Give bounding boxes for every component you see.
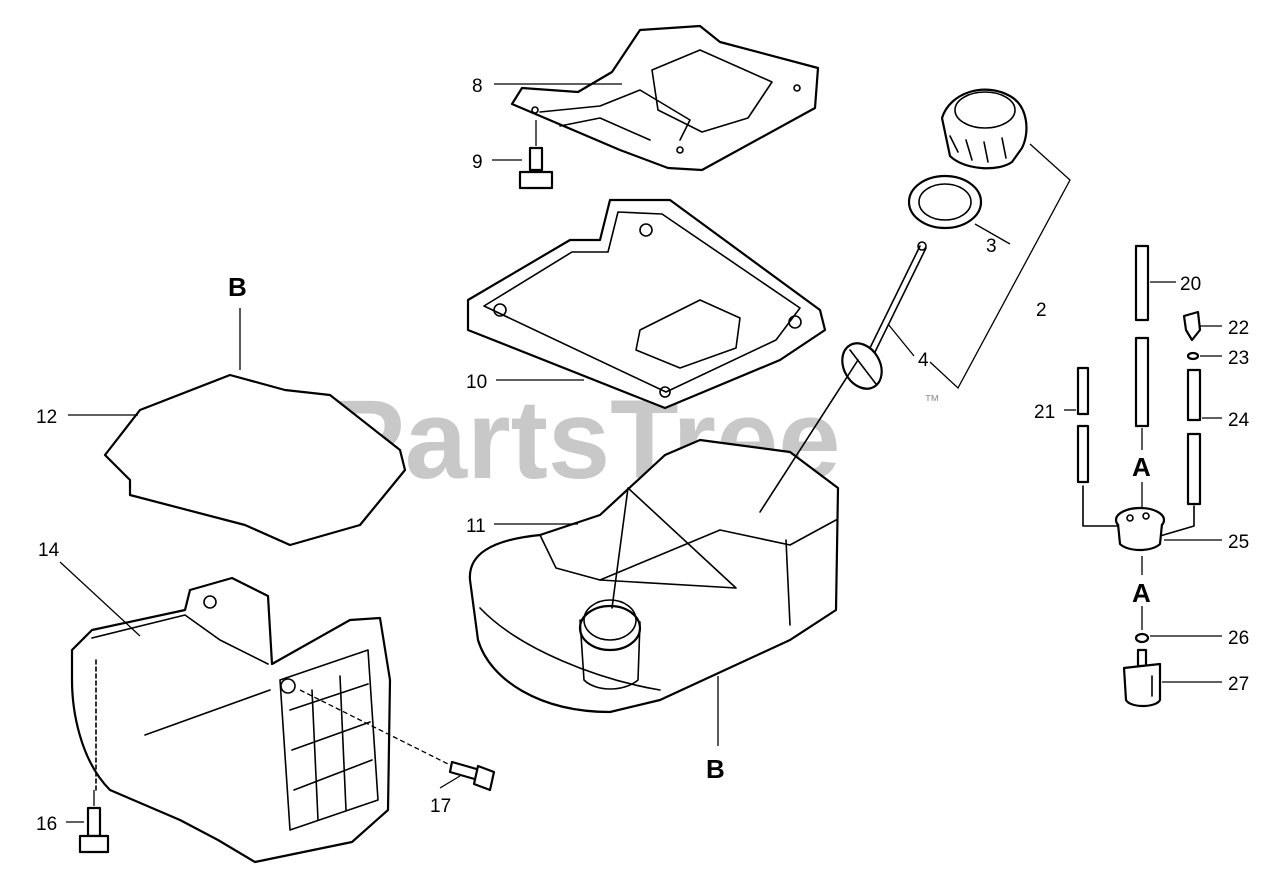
callout-10: 10 [466,372,487,393]
part-24-fuel-line [1186,368,1202,506]
part-22-fitting [1182,310,1202,342]
callout-23: 23 [1228,348,1249,369]
part-11-fuel-tank [468,359,859,714]
callout-9: 9 [472,152,483,173]
part-8-bracket [510,24,820,172]
callout-16: 16 [36,814,57,835]
part-10-gasket [466,198,827,410]
part-14-tank-cover [70,576,392,864]
part-25-grommet [1082,485,1195,552]
part-20-fuel-line [1134,244,1150,428]
part-17-bolt [299,689,496,792]
part-23-ring [1186,351,1200,361]
callout-21: 21 [1034,402,1055,423]
callout-2: 2 [1036,300,1047,321]
part-12-gasket [103,373,407,547]
part-2-fuel-cap [940,88,1028,170]
callout-4: 4 [918,350,929,371]
callout-25: 25 [1228,532,1249,553]
callout-14: 14 [38,540,60,561]
callout-27: 27 [1228,674,1249,695]
callout-numbers: 8 9 10 11 12 14 16 17 3 2 4 20 21 22 23 … [36,76,1250,835]
part-27-fuel-filter [1122,648,1162,708]
callout-8: 8 [472,76,483,97]
part-21-fuel-line [1076,366,1090,484]
part-26-ring [1134,632,1150,644]
part-3-o-ring [907,174,983,230]
part-16-bolt [78,790,110,854]
part-9-bolt [518,120,554,190]
ref-b-bottom: B [706,754,725,784]
callout-12: 12 [36,407,57,428]
part-4-fuel-pickup [841,241,927,390]
leader-lines [59,83,1222,823]
callout-17: 17 [430,796,451,817]
callout-22: 22 [1228,318,1249,339]
callout-3: 3 [986,236,997,257]
callout-11: 11 [466,516,486,537]
callout-24: 24 [1228,410,1250,431]
trademark-symbol: ™ [924,393,940,410]
ref-a-bottom: A [1132,578,1151,608]
callout-20: 20 [1180,274,1201,295]
callout-26: 26 [1228,628,1249,649]
ref-b-top: B [228,272,247,302]
reference-letters: B B A A [228,272,1151,784]
ref-a-top: A [1132,452,1151,482]
